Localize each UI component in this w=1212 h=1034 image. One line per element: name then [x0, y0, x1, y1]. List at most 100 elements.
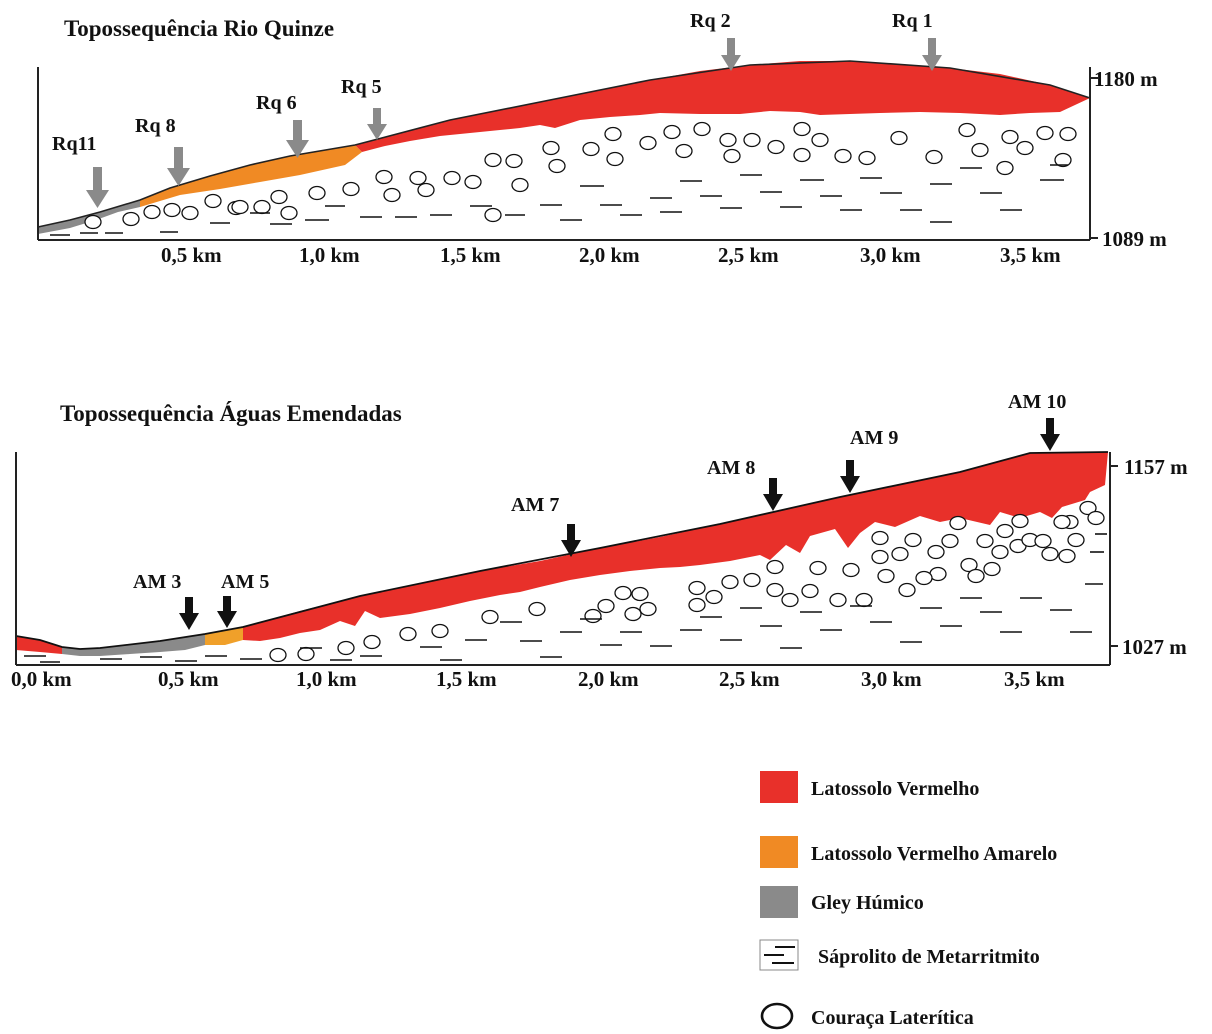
laterite-nodule [743, 132, 761, 148]
upper-tick-3-0: 3,0 km [860, 243, 921, 267]
laterite-nodule [548, 158, 566, 174]
laterite-nodule [84, 214, 102, 230]
laterite-nodule [890, 130, 908, 146]
laterite-nodule [431, 623, 449, 639]
laterite-nodule [688, 580, 706, 596]
laterite-nodule [960, 557, 978, 573]
laterite-nodule [675, 143, 693, 159]
laterite-nodule [270, 189, 288, 205]
laterite-nodule [443, 170, 461, 186]
down-arrow-icon [561, 524, 581, 557]
lower-saprolite-couraca-texture [24, 500, 1107, 663]
laterite-nodule [1001, 129, 1019, 145]
laterite-nodule [1036, 125, 1054, 141]
laterite-nodule [363, 634, 381, 650]
laterite-nodule [983, 561, 1001, 577]
lower-toposequence: Topossequência Águas Emendadas 1157 m 10… [11, 391, 1188, 691]
laterite-nodule [597, 598, 615, 614]
laterite-nodule [996, 160, 1014, 176]
laterite-nodule [528, 601, 546, 617]
laterite-nodule [1041, 546, 1059, 562]
lower-marker-am7-label: AM 7 [511, 494, 559, 516]
lower-marker-am9-label: AM 9 [850, 427, 898, 449]
circle-icon [760, 1002, 794, 1030]
laterite-nodule [584, 608, 602, 624]
laterite-nodule [639, 135, 657, 151]
lower-title: Topossequência Águas Emendadas [60, 401, 402, 426]
laterite-nodule [511, 177, 529, 193]
legend-label-latossolo-vermelho: Latossolo Vermelho [811, 778, 979, 800]
laterite-nodule [891, 546, 909, 562]
laterite-nodule [269, 647, 287, 663]
upper-tick-2-0: 2,0 km [579, 243, 640, 267]
down-arrow-icon [167, 147, 190, 186]
laterite-nodule [582, 141, 600, 157]
lower-tick-0-0: 0,0 km [11, 667, 72, 691]
legend-item-latossolo-vermelho: Latossolo Vermelho [760, 771, 979, 803]
laterite-nodule [297, 646, 315, 662]
upper-tick-3-5: 3,5 km [1000, 243, 1061, 267]
laterite-nodule [991, 544, 1009, 560]
laterite-nodule [1079, 500, 1097, 516]
upper-saprolite-couraca-texture [50, 121, 1077, 236]
laterite-nodule [801, 583, 819, 599]
laterite-nodule [1087, 510, 1105, 526]
laterite-nodule [604, 126, 622, 142]
laterite-nodule [1058, 548, 1076, 564]
laterite-nodule [721, 574, 739, 590]
laterite-nodule [624, 606, 642, 622]
laterite-nodule [871, 530, 889, 546]
laterite-nodule [743, 572, 761, 588]
laterite-nodule [688, 597, 706, 613]
laterite-nodule [871, 549, 889, 565]
lower-x-ticks: 0,0 km 0,5 km 1,0 km 1,5 km 2,0 km 2,5 k… [11, 667, 1065, 691]
laterite-nodule [253, 199, 271, 215]
legend-label-gley-humico: Gley Húmico [811, 892, 924, 914]
lower-elev-top: 1157 m [1124, 455, 1188, 479]
laterite-nodule [505, 153, 523, 169]
laterite-nodule [829, 592, 847, 608]
laterite-nodule [417, 182, 435, 198]
laterite-nodule [811, 132, 829, 148]
laterite-nodule [834, 148, 852, 164]
laterite-nodule [631, 586, 649, 602]
legend-label-latossolo-vermelho-amarelo: Latossolo Vermelho Amarelo [811, 843, 1057, 865]
down-arrow-icon [1040, 418, 1060, 451]
lower-surface-line [15, 451, 1109, 650]
laterite-nodule [163, 202, 181, 218]
laterite-nodule [280, 205, 298, 221]
laterite-nodule [996, 523, 1014, 539]
lower-marker-am5: AM 5 [217, 571, 269, 628]
lower-marker-am10-label: AM 10 [1008, 391, 1066, 413]
dash-lines-icon [759, 939, 799, 971]
lower-tick-0-5: 0,5 km [158, 667, 219, 691]
laterite-nodule [481, 609, 499, 625]
upper-marker-rq6: Rq 6 [256, 92, 309, 158]
upper-latossolo-vermelho-layer [355, 61, 1090, 152]
laterite-nodule [399, 626, 417, 642]
laterite-nodule [342, 181, 360, 197]
laterite-nodule [337, 640, 355, 656]
laterite-nodule [383, 187, 401, 203]
lower-marker-am5-label: AM 5 [221, 571, 269, 593]
laterite-nodule [231, 199, 249, 215]
laterite-nodule [941, 533, 959, 549]
down-arrow-icon [179, 597, 199, 630]
lower-tick-3-0: 3,0 km [861, 667, 922, 691]
laterite-nodule [1011, 513, 1029, 529]
laterite-nodule [877, 568, 895, 584]
laterite-nodule [484, 207, 502, 223]
lower-latossolo-vermelho-left-layer [16, 636, 62, 654]
upper-title: Topossequência Rio Quinze [64, 16, 334, 41]
lower-marker-am8-label: AM 8 [707, 457, 755, 479]
laterite-nodule [204, 193, 222, 209]
lower-marker-am3: AM 3 [133, 571, 199, 630]
upper-marker-rq1-label: Rq 1 [892, 10, 933, 32]
legend: Latossolo Vermelho Latossolo Vermelho Am… [759, 771, 1057, 1030]
upper-tick-1-5: 1,5 km [440, 243, 501, 267]
lower-marker-am7: AM 7 [511, 494, 581, 557]
lower-marker-am3-label: AM 3 [133, 571, 181, 593]
upper-marker-rq6-label: Rq 6 [256, 92, 297, 114]
legend-item-saprolito: Sáprolito de Metarritmito [759, 939, 1040, 971]
